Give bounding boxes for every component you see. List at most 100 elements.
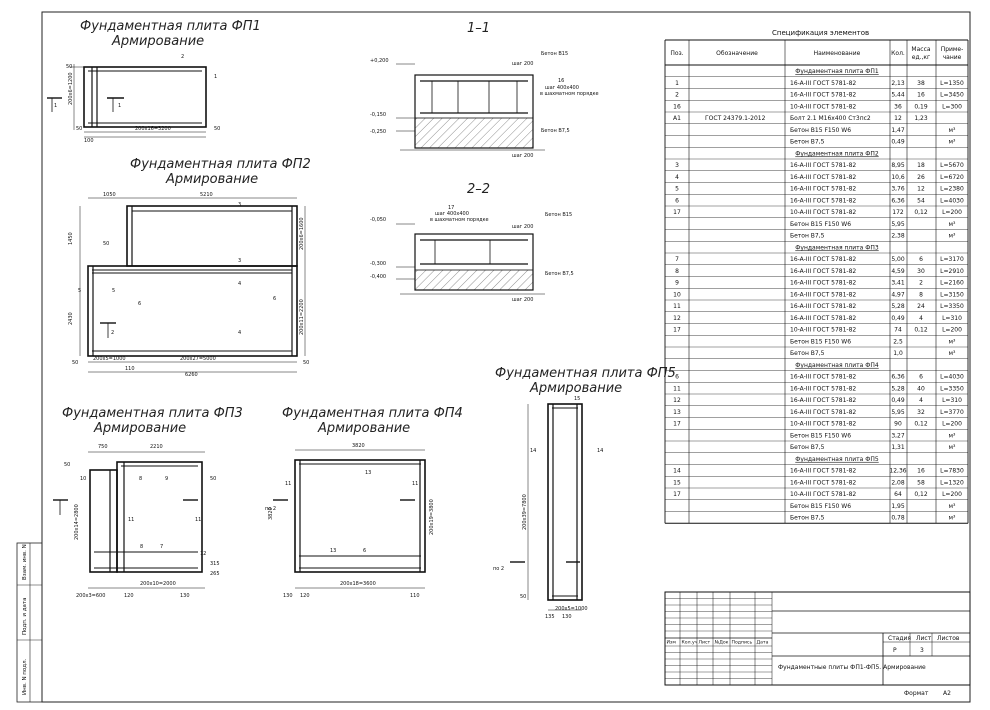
spec-name: 16-A-III ГОСТ 5781-82: [790, 303, 856, 310]
dim-label: 50: [64, 462, 70, 468]
spec-pos: 3: [675, 162, 679, 169]
dim-label: 130: [180, 593, 190, 599]
level-mark: -0,050: [370, 217, 386, 223]
plan-fp4: Фундаментная плита ФП4 Армирование 3820 …: [265, 406, 463, 599]
dim-label: 200х11=2200: [299, 299, 305, 335]
spec-mass: 26: [917, 174, 925, 181]
spec-name: Бетон В15 F150 W6: [790, 503, 851, 510]
spec-header: Поз.: [670, 50, 683, 57]
spec-group-title: Фундаментная плита ФП2: [795, 150, 879, 157]
spec-note: м³: [949, 233, 957, 240]
dim-label: 3820: [352, 443, 365, 449]
section-2-2: 2–2 -0,050 -0,300 -0,400 Бетон В15 Бетон…: [370, 182, 574, 303]
spec-mass: 0,12: [914, 491, 928, 498]
spec-name: 16-A-III ГОСТ 5781-82: [790, 315, 856, 322]
rebar-tag: 4: [238, 330, 241, 336]
spec-qty: 6,36: [891, 197, 905, 204]
spec-note: м³: [949, 221, 957, 228]
spec-note: L=3170: [940, 256, 964, 263]
spec-name: 16-A-III ГОСТ 5781-82: [790, 268, 856, 275]
spec-qty: 90: [894, 421, 902, 428]
dim-label: 200х5=1000: [93, 356, 126, 362]
dim-label: 50: [210, 476, 216, 482]
spec-note: L=6720: [940, 174, 964, 181]
spec-mass: 0,19: [914, 103, 928, 110]
spec-note: L=3770: [940, 409, 964, 416]
spec-mass: 0,12: [914, 209, 928, 216]
dim-label: 200х14=2800: [74, 504, 80, 540]
spec-qty: 2,13: [891, 80, 905, 87]
spec-name: 10-A-III ГОСТ 5781-82: [790, 103, 856, 110]
sheet-frame: [41, 11, 971, 703]
spec-note: L=200: [942, 327, 962, 334]
section-mark: 2: [111, 330, 114, 336]
spec-mass: 4: [919, 315, 923, 322]
dim-label: 50: [520, 594, 526, 600]
spec-qty: 0,49: [891, 397, 905, 404]
spec-mass: 16: [917, 468, 925, 475]
spec-name: 16-A-III ГОСТ 5781-82: [790, 479, 856, 486]
dim-label: 200х10=2000: [140, 581, 176, 587]
spec-note: м³: [949, 338, 957, 345]
spec-name: 10-A-III ГОСТ 5781-82: [790, 327, 856, 334]
rebar-tag: 14: [530, 448, 536, 454]
rebar-tag: 5: [78, 288, 81, 294]
dim-label: 50: [214, 126, 220, 132]
section-mark: по 2: [265, 506, 276, 512]
stamp-sheets-header: Листов: [937, 635, 960, 642]
plan-fp2: Фундаментная плита ФП2 Армирование 1050 …: [68, 157, 311, 378]
spec-note: L=310: [942, 397, 962, 404]
material-label: Бетон В15: [541, 51, 568, 57]
spec-pos: 11: [673, 385, 681, 392]
stamp-sheet-header: Лист: [916, 635, 932, 642]
spec-header: ед.,кг: [912, 54, 930, 61]
spec-qty: 3,41: [891, 280, 905, 287]
spec-note: L=3150: [940, 291, 964, 298]
rebar-tag: 8: [140, 544, 143, 550]
spec-name: 16-A-III ГОСТ 5781-82: [790, 409, 856, 416]
spec-name: 16-A-III ГОСТ 5781-82: [790, 197, 856, 204]
spec-pos: 7: [675, 256, 679, 263]
level-mark: -0,150: [370, 112, 386, 118]
spec-name: 16-A-III ГОСТ 5781-82: [790, 92, 856, 99]
spec-note: м³: [949, 139, 957, 146]
spec-mass: 38: [917, 80, 925, 87]
spec-pos: 17: [673, 421, 681, 428]
side-stamp: Взам. инв. N Подп. и дата Инв. N подл.: [16, 542, 43, 703]
section-title: 1–1: [467, 21, 490, 36]
plan-title: Фундаментная плита ФП1: [80, 19, 261, 34]
rebar-tag: 5: [112, 288, 115, 294]
spec-note: L=5670: [940, 162, 964, 169]
rebar-tag: 9: [165, 476, 168, 482]
spec-header: Приме-: [941, 46, 964, 53]
stamp-col-header: Лист: [699, 640, 711, 646]
level-mark: -0,300: [370, 261, 386, 267]
spec-pos: 11: [673, 303, 681, 310]
material-label: Бетон В7,5: [545, 271, 574, 277]
section-mark: 1: [118, 103, 121, 109]
rebar-tag: 1: [214, 74, 217, 80]
rebar-tag: 2: [181, 54, 184, 60]
spec-qty: 5,28: [891, 385, 905, 392]
spec-mass: 0,12: [914, 327, 928, 334]
spec-pos: 13: [673, 409, 681, 416]
spec-qty: 5,28: [891, 303, 905, 310]
spec-name: 16-A-III ГОСТ 5781-82: [790, 374, 856, 381]
dim-label: 50: [103, 241, 109, 247]
rebar-tag: 11: [195, 517, 201, 523]
plan-subtitle: Армирование: [529, 381, 622, 396]
rebar-tag: 10: [80, 476, 86, 482]
spec-qty: 3,76: [891, 186, 905, 193]
rebar-tag: 11: [128, 517, 134, 523]
spec-qty: 172: [892, 209, 904, 216]
spec-name: 10-A-III ГОСТ 5781-82: [790, 491, 856, 498]
spec-name: 16-A-III ГОСТ 5781-82: [790, 397, 856, 404]
spec-pos: 17: [673, 327, 681, 334]
spec-name: 16-A-III ГОСТ 5781-82: [790, 256, 856, 263]
step-label: шаг 200: [512, 61, 533, 67]
level-mark: +0,200: [370, 58, 389, 64]
dim-label: 200х6=1200: [68, 72, 74, 105]
plan-title: Фундаментная плита ФП4: [282, 406, 463, 421]
spec-pos: 4: [675, 174, 679, 181]
